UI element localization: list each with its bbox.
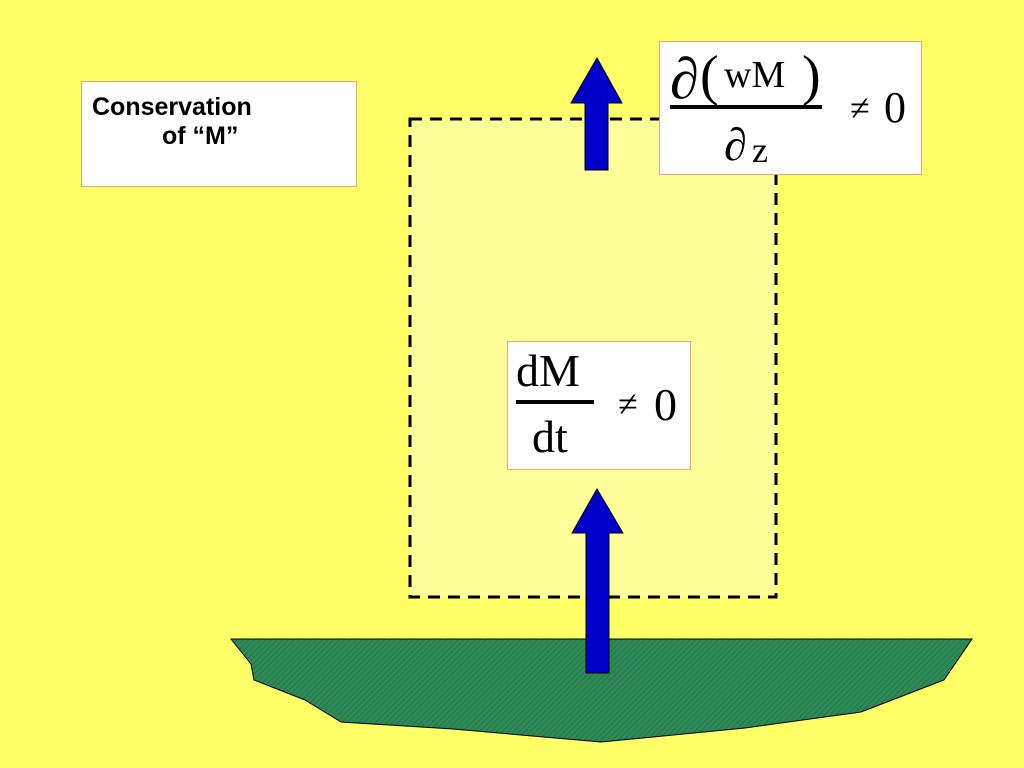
title-box: Conservation of “M”: [81, 81, 357, 187]
ground-surface: [229, 638, 973, 743]
top-flux-arrow: [570, 56, 623, 171]
fraction-bar: [670, 105, 822, 109]
not-equal-sign: ≠: [618, 384, 638, 424]
fraction-bar: [516, 400, 594, 404]
title-line-of-m: of “M”: [162, 122, 239, 150]
denominator-partial-symbol: ∂: [724, 119, 747, 170]
numerator-term: wM: [724, 54, 786, 96]
right-hand-side-zero: 0: [884, 83, 906, 132]
vertical-flux-divergence-equation: ∂ ( wM ) ∂ z ≠ 0: [659, 41, 922, 175]
right-hand-side-zero: 0: [654, 379, 677, 430]
not-equal-sign: ≠: [850, 88, 870, 128]
numerator-close-paren: ): [802, 45, 821, 107]
tendency-equation: dM dt ≠ 0: [507, 341, 691, 470]
denominator-variable: z: [752, 130, 768, 170]
surface-flux-arrow: [571, 488, 624, 674]
numerator-partial-symbol: ∂: [670, 46, 699, 111]
numerator-dm: dM: [516, 345, 580, 396]
title-line-conservation: Conservation: [92, 93, 252, 121]
denominator-dt: dt: [532, 411, 568, 462]
numerator-open-paren: (: [700, 45, 719, 107]
